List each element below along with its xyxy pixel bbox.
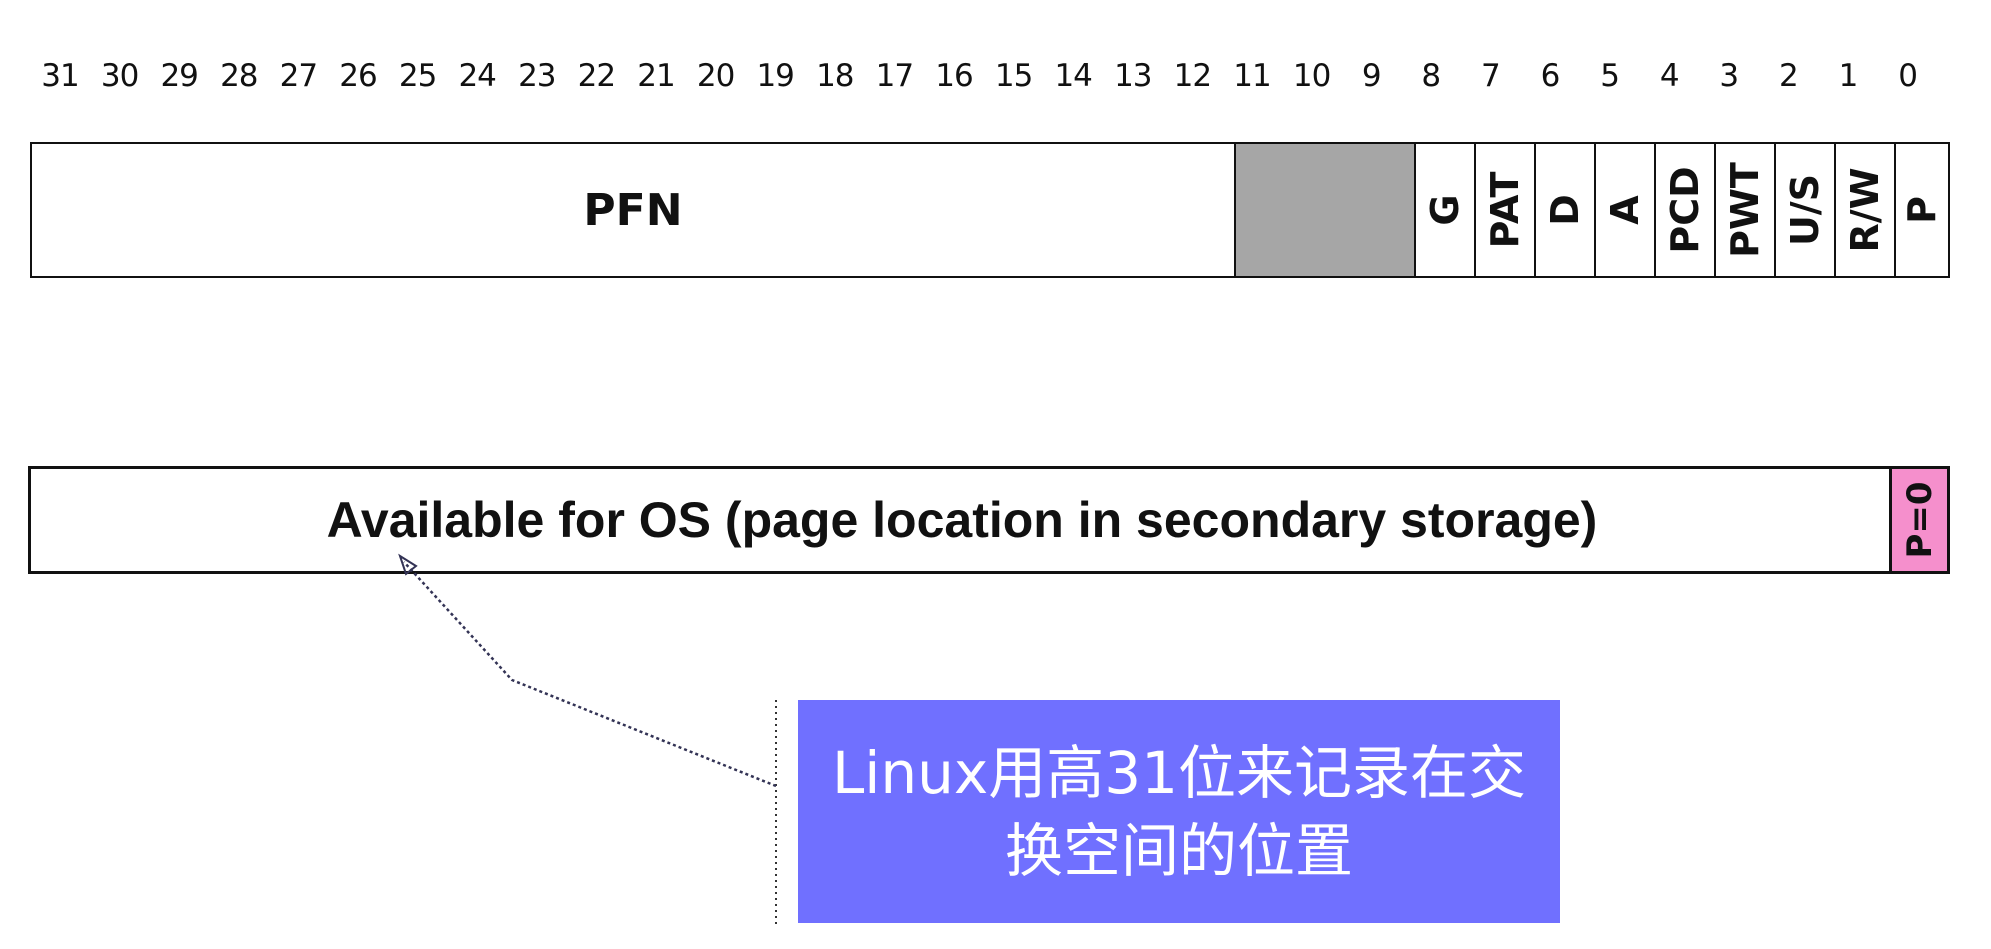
bit-number: 14 — [1054, 58, 1092, 94]
flag-us: U/S — [1774, 144, 1834, 276]
present-zero-field: P=0 — [1889, 469, 1947, 571]
bit-number: 3 — [1719, 58, 1739, 94]
flag-rw: R/W — [1834, 144, 1894, 276]
flag-label: U/S — [1783, 173, 1827, 247]
bit-number: 15 — [994, 58, 1033, 94]
bit-number: 19 — [756, 58, 794, 94]
flag-label: PAT — [1483, 171, 1527, 249]
bit-number: 9 — [1361, 58, 1382, 94]
bit-number: 10 — [1292, 58, 1331, 94]
bit-number: 29 — [160, 58, 198, 94]
bit-number: 22 — [577, 58, 616, 94]
flag-label: D — [1543, 194, 1587, 226]
bit-number: 17 — [875, 58, 914, 94]
flag-label: P — [1900, 196, 1944, 224]
bit-number: 5 — [1600, 58, 1620, 94]
bit-number: 4 — [1659, 58, 1680, 94]
bit-number: 31 — [41, 58, 79, 94]
callout-text: Linux用高31位来记录在交换空间的位置 — [831, 738, 1527, 885]
page-table-entry: PFN G PAT D A PCD PWT U/S R/W P — [30, 142, 1950, 278]
flag-p: P — [1894, 144, 1948, 276]
flag-a: A — [1594, 144, 1654, 276]
bit-number: 26 — [339, 58, 377, 94]
bit-number: 21 — [637, 58, 675, 94]
bit-number: 2 — [1779, 58, 1799, 94]
flag-label: PCD — [1663, 166, 1707, 254]
present-zero-label: P=0 — [1899, 481, 1940, 559]
bit-number: 20 — [696, 58, 735, 94]
bit-number: 23 — [518, 58, 556, 94]
flag-label: A — [1603, 195, 1647, 225]
bit-number: 18 — [816, 58, 854, 94]
flag-d: D — [1534, 144, 1594, 276]
bit-number: 0 — [1898, 58, 1918, 94]
flag-pat: PAT — [1474, 144, 1534, 276]
pfn-field: PFN — [32, 144, 1234, 276]
flag-g: G — [1414, 144, 1474, 276]
bit-number: 28 — [220, 58, 258, 94]
bit-number: 25 — [398, 58, 437, 94]
swap-entry-label: Available for OS (page location in secon… — [326, 492, 1598, 548]
bit-number: 8 — [1421, 58, 1441, 94]
bit-number: 6 — [1540, 58, 1561, 94]
callout-pointer-line — [403, 561, 777, 788]
bit-number: 13 — [1114, 58, 1152, 94]
bit-number: 30 — [100, 58, 139, 94]
flag-label: PWT — [1723, 162, 1767, 258]
bit-number: 12 — [1173, 58, 1212, 94]
bit-number: 7 — [1481, 58, 1501, 94]
callout-box: Linux用高31位来记录在交换空间的位置 — [798, 700, 1560, 923]
flag-pwt: PWT — [1714, 144, 1774, 276]
bit-number: 24 — [458, 58, 496, 94]
pfn-label: PFN — [583, 184, 683, 236]
bit-number: 11 — [1233, 58, 1271, 94]
bit-number: 1 — [1838, 58, 1859, 94]
flag-pcd: PCD — [1654, 144, 1714, 276]
swap-entry: Available for OS (page location in secon… — [28, 466, 1950, 574]
reserved-bits-field — [1234, 144, 1414, 276]
flag-label: G — [1423, 194, 1467, 226]
flag-label: R/W — [1843, 167, 1887, 253]
bit-number: 16 — [935, 58, 973, 94]
bit-number: 27 — [279, 58, 318, 94]
